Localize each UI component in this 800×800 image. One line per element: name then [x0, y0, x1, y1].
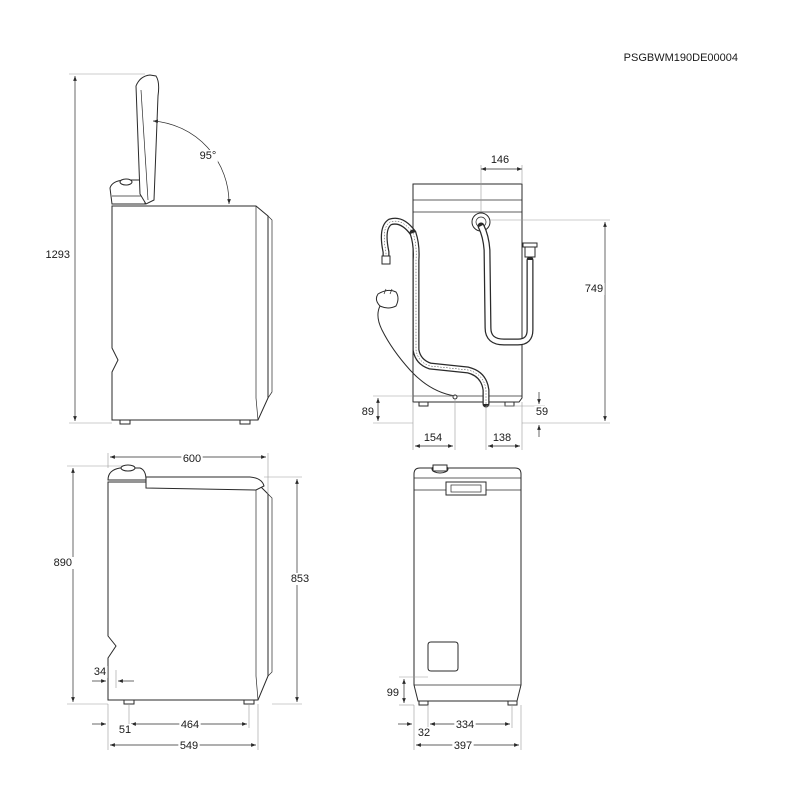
- foot-height-front-label: 99: [387, 687, 399, 699]
- foot-inset-front-label: 32: [418, 727, 430, 739]
- foot-inset-left-label: 51: [119, 724, 131, 736]
- height-body-label: 853: [291, 573, 309, 585]
- foot-spacing-side-label: 464: [181, 719, 199, 731]
- drain-left-offset-label: 154: [424, 432, 442, 444]
- foot-offset-left-label: 34: [94, 666, 106, 678]
- side-view-closed: 600 890 853 34 51 464 549: [52, 453, 311, 752]
- document-code: PSGBWM190DE00004: [624, 52, 738, 64]
- height-lid-open-label: 1293: [46, 249, 70, 261]
- rear-view-hoses: 146 749 89 59 154 138: [360, 154, 610, 450]
- hose-height-label: 749: [585, 283, 603, 295]
- foot-spacing-front-label: 334: [456, 719, 474, 731]
- hose-offset-top-label: 146: [491, 154, 509, 166]
- front-view: 99 32 334 397: [385, 464, 522, 752]
- drain-right-offset-label: 138: [493, 432, 511, 444]
- height-total-label: 890: [54, 557, 72, 569]
- lid-angle-label: 95°: [200, 150, 217, 162]
- width-total-label: 397: [454, 740, 472, 752]
- side-view-lid-open: 95° 1293: [44, 73, 273, 425]
- depth-total-label: 600: [183, 453, 201, 465]
- drain-height-left-label: 89: [362, 406, 374, 418]
- depth-base-label: 549: [180, 740, 198, 752]
- drain-height-right-label: 59: [536, 406, 548, 418]
